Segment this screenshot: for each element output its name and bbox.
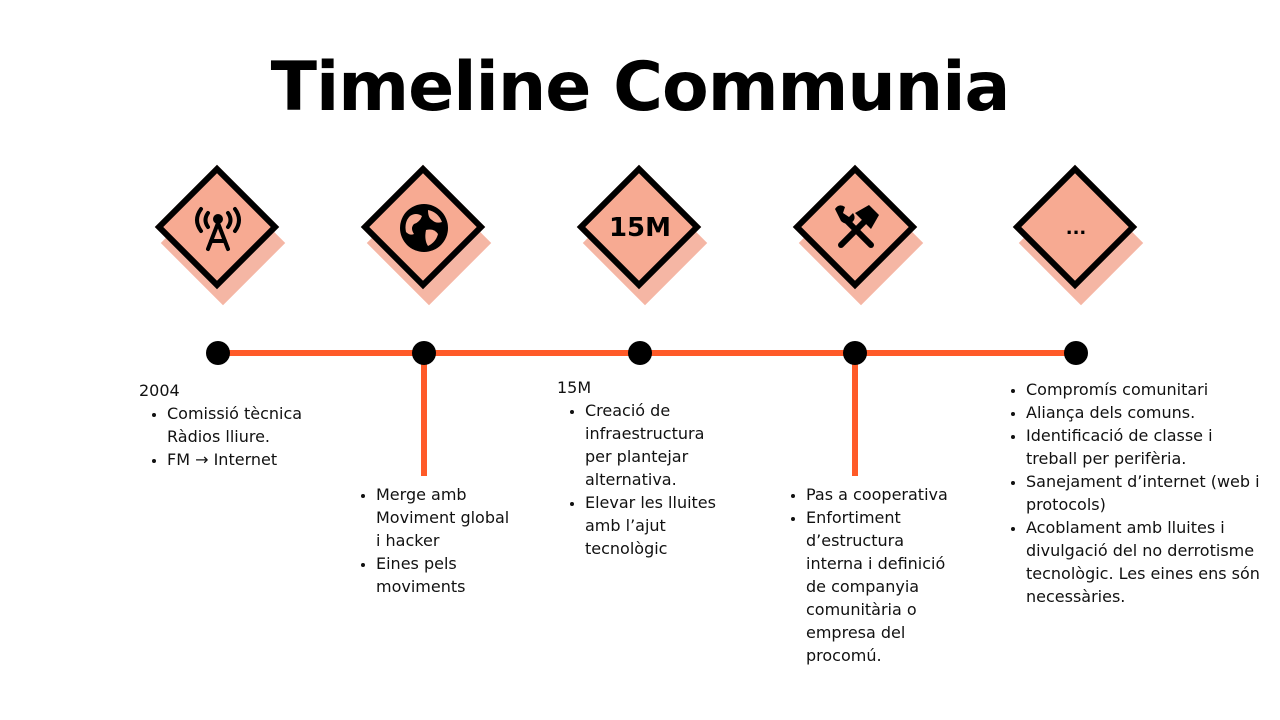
node-label-15m: 15M (608, 213, 672, 243)
event-heading: 15M (557, 378, 592, 397)
timeline-dot-2004 (206, 341, 230, 365)
timeline-dot-15m (628, 341, 652, 365)
timeline-dot-future (1064, 341, 1088, 365)
timeline-dot-global (412, 341, 436, 365)
timeline-stem-global (421, 356, 427, 476)
list-item: Elevar les lluites amb l’ajut tecnològic (585, 491, 727, 560)
node-label-ellipsis: ... (1065, 217, 1087, 239)
list-item: Pas a cooperativa (806, 483, 953, 506)
event-block-future: Compromís comunitari Aliança dels comuns… (998, 378, 1260, 608)
tools-icon (835, 205, 879, 248)
timeline-stem-cooperative (852, 356, 858, 476)
list-item: Acoblament amb lluites i divulgació del … (1026, 516, 1260, 608)
globe-icon (400, 204, 448, 252)
antenna-icon (195, 207, 241, 251)
event-block-2004: 2004 Comissió tècnica Ràdios lliure. FM … (139, 379, 319, 471)
list-item: Eines pels moviments (376, 552, 518, 598)
event-block-cooperative: Pas a cooperativa Enfortiment d’estructu… (778, 483, 953, 667)
page-title: Timeline Communia (270, 48, 1011, 127)
list-item: Comissió tècnica Ràdios lliure. (167, 402, 319, 448)
timeline-node-2004 (143, 153, 293, 306)
timeline-dot-cooperative (843, 341, 867, 365)
timeline-node-global (349, 153, 499, 306)
timeline-node-cooperative (781, 153, 931, 306)
timeline-node-15m: 15M (565, 153, 715, 306)
list-item: Identificació de classe i treball per pe… (1026, 424, 1260, 470)
list-item: Aliança dels comuns. (1026, 401, 1260, 424)
event-block-global: Merge amb Moviment global i hacker Eines… (348, 483, 518, 598)
list-item: Merge amb Moviment global i hacker (376, 483, 518, 552)
list-item: FM → Internet (167, 448, 319, 471)
list-item: Enfortiment d’estructura interna i defin… (806, 506, 953, 667)
timeline-node-future: ... (1001, 153, 1151, 306)
list-item: Sanejament d’internet (web i protocols) (1026, 470, 1260, 516)
list-item: Creació de infraestructura per plantejar… (585, 399, 727, 491)
event-heading: 2004 (139, 381, 180, 400)
event-block-15m: 15M Creació de infraestructura per plant… (557, 376, 727, 560)
list-item: Compromís comunitari (1026, 378, 1260, 401)
